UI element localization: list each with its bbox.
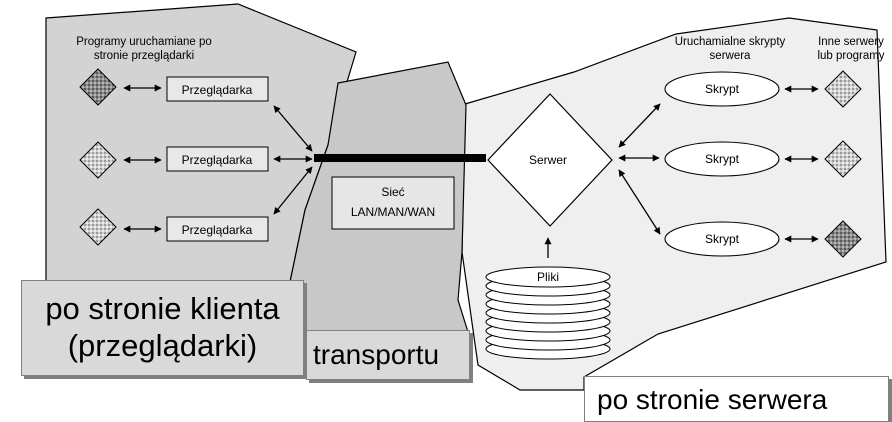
server-side-label: po stronie serwera [584, 376, 889, 422]
client-program-icon [79, 208, 117, 246]
client-program-icon [79, 141, 117, 179]
script-node: Skrypt [664, 141, 780, 177]
client-side-label-line-1: po stronie klienta [45, 291, 280, 326]
browser-label: Przeglądarka [182, 153, 253, 167]
network-label-line-1: Sieć [381, 185, 404, 199]
other-program-icon [824, 140, 862, 178]
browser-network-arrow [273, 166, 313, 215]
server-node: Serwer [487, 93, 613, 227]
client-header-line-2: stronie przeglądarki [94, 50, 194, 62]
other-program-icon [824, 70, 862, 108]
script-node: Skrypt [664, 71, 780, 107]
client-side-label-line-2: (przeglądarki) [67, 327, 258, 363]
scripts-header-line-2: serwera [710, 50, 752, 62]
scripts-header-line-1: Uruchamialne skrypty [675, 36, 786, 48]
browser-box: Przeglądarka [166, 146, 269, 172]
browser-label: Przeglądarka [182, 223, 253, 237]
transport-label: transportu [306, 330, 470, 380]
server-script-arrow [618, 103, 661, 148]
browser-box: Przeglądarka [166, 216, 269, 242]
other-program-icon [824, 220, 862, 258]
others-header-line-1: Inne serwery [818, 36, 884, 48]
server-script-arrow [618, 169, 661, 235]
server-label: Serwer [529, 153, 567, 167]
script-label: Skrypt [705, 152, 740, 166]
browser-network-arrow [273, 105, 313, 152]
files-storage: Pliki [485, 266, 611, 360]
browser-label: Przeglądarka [182, 83, 253, 97]
script-label: Skrypt [705, 82, 740, 96]
files-label: Pliki [537, 270, 559, 284]
network-box: Sieć LAN/MAN/WAN [331, 176, 455, 230]
client-program-icon [79, 68, 117, 106]
browser-box: Przeglądarka [166, 76, 269, 102]
network-label-line-2: LAN/MAN/WAN [351, 205, 435, 219]
client-side-label: po stronie klienta (przeglądarki) [21, 280, 304, 376]
network-link [314, 154, 486, 162]
others-header-line-2: lub programy [817, 50, 884, 62]
script-node: Skrypt [664, 221, 780, 257]
script-label: Skrypt [705, 232, 740, 246]
client-header-line-1: Programy uruchamiane po [76, 36, 212, 48]
